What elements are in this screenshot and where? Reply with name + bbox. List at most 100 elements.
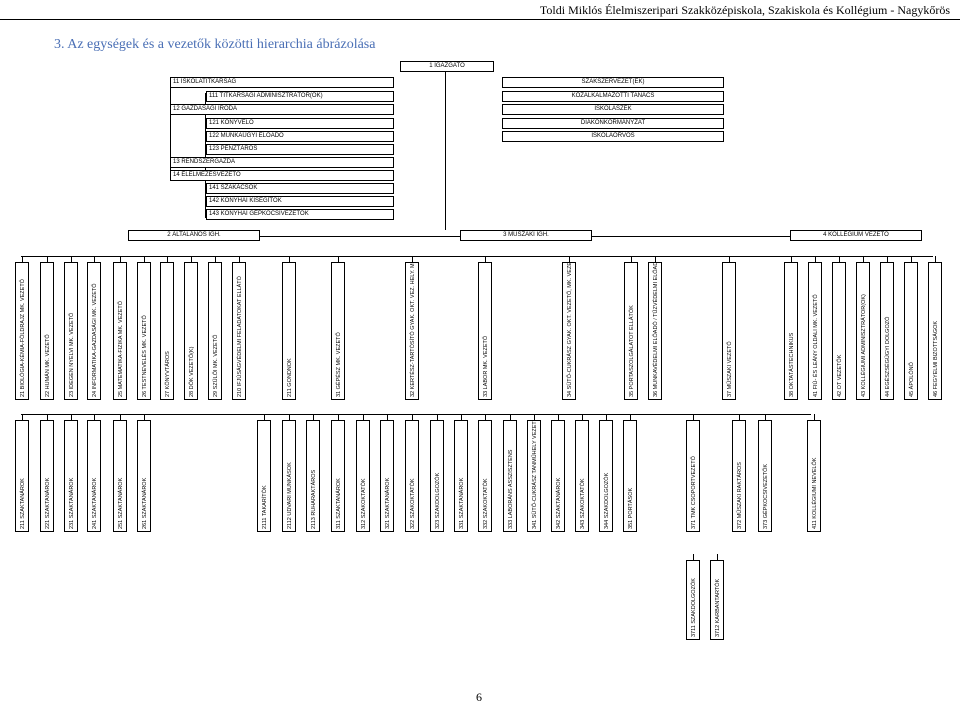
left-unit-122: 122 MUNKAÜGYI ELŐADÓ [206, 131, 394, 142]
level3-unit-connector [191, 256, 192, 262]
level4-unit-text: 373 GÉPKOCSIVEZETŐK [763, 463, 769, 529]
level4-unit-11: 321 SZAKTANÁROK [380, 420, 394, 532]
level3-unit-connector [839, 256, 840, 262]
level3-unit-text: 27 KÖNYVTÁROS [165, 351, 171, 397]
level4-unit-connector [71, 414, 72, 420]
level3-unit-connector [71, 256, 72, 262]
left-unit-142: 142 KONYHAI KISEGÍTŐK [206, 196, 394, 207]
level4-unit-3: 241 SZAKTANÁROK [87, 420, 101, 532]
connector-left-sub-spine [205, 93, 206, 218]
level3-unit-13: 33 LABOR MK. VEZETŐ [478, 262, 492, 400]
level3-unit-20: 42 OT VEZETŐK [832, 262, 846, 400]
level3-unit-text: 35 PORTASZOLGÁLATOT ELLÁTÓK [629, 305, 635, 397]
level3-unit-10: 211 GONDNOK [282, 262, 296, 400]
left-unit-141: 141 SZAKÁCSOK [206, 183, 394, 194]
level4-unit-5: 261 SZAKTANÁROK [137, 420, 151, 532]
level4-unit-9: 311 SZAKTANÁROK [331, 420, 345, 532]
level3-unit-connector [815, 256, 816, 262]
level3-unit-connector [791, 256, 792, 262]
level3-unit-1: 22 HUMÁN MK. VEZETŐ [40, 262, 54, 400]
connector-level4-bar [21, 414, 811, 415]
level3-unit-connector [215, 256, 216, 262]
level4-unit-connector [485, 414, 486, 420]
level5-unit-0: 3711 SZAKDOLGOZÓK [686, 560, 700, 640]
level3-unit-14: 34 SÜTŐ-CUKRÁSZ GYAK. OKT. VEZETŐ, MK. V… [562, 262, 576, 400]
level3-unit-text: 23 IDEGEN NYELVI MK. VEZETŐ [69, 312, 75, 397]
level4-unit-14: 331 SZAKTANÁROK [454, 420, 468, 532]
level4-unit-13: 323 SZAKDOLGOZÓK [430, 420, 444, 532]
level4-unit-connector [338, 414, 339, 420]
level4-unit-text: 343 SZAKOKTATÓK [580, 478, 586, 529]
level3-unit-connector [887, 256, 888, 262]
level4-unit-23: 372 MŰSZAKI RAKTÁROS [732, 420, 746, 532]
level4-unit-8: 2113 RUHARAKTÁROS [306, 420, 320, 532]
level3-unit-18: 38 OKTATÁSTECHNIKUS [784, 262, 798, 400]
level4-unit-text: 323 SZAKDOLGOZÓK [435, 472, 441, 529]
level4-unit-19: 343 SZAKOKTATÓK [575, 420, 589, 532]
level4-unit-connector [289, 414, 290, 420]
connector-top-vertical [445, 70, 446, 230]
level3-unit-connector [167, 256, 168, 262]
level3-unit-16: 36 MUNKAVÉDELMI ELŐADÓ / TŰZVÉDELMI ELŐA… [648, 262, 662, 400]
level3-unit-17: 37 MŰSZAKI VEZETŐ [722, 262, 736, 400]
right-unit-doctor: ISKOLAORVOS [502, 131, 724, 142]
director-box: 1 IGAZGATÓ [400, 61, 494, 72]
level3-unit-6: 27 KÖNYVTÁROS [160, 262, 174, 400]
connector-level3-bar [21, 256, 933, 257]
level4-unit-24: 373 GÉPKOCSIVEZETŐK [758, 420, 772, 532]
level3-unit-9: 210 IFJÚSÁGVÉDELMI FELADATOKAT ELLÁTÓ [232, 262, 246, 400]
level4-unit-connector [264, 414, 265, 420]
level4-unit-6: 2111 TAKARÍTÓK [257, 420, 271, 532]
level3-unit-text: 24 INFORMATIKA-GAZDASÁGI MK. VEZETŐ [92, 283, 98, 397]
left-unit-11: 11 ISKOLATITKÁRSÁG [170, 77, 394, 88]
level4-unit-18: 342 SZAKTANÁROK [551, 420, 565, 532]
level4-unit-connector [739, 414, 740, 420]
level4-unit-1: 221 SZAKTANÁROK [40, 420, 54, 532]
level4-unit-connector [606, 414, 607, 420]
level4-unit-text: 251 SZAKTANÁROK [118, 477, 124, 529]
level4-unit-text: 341 SÜTŐ-CUKRÁSZ TANMŰHELY VEZETŐ [532, 420, 538, 529]
level4-unit-text: 342 SZAKTANÁROK [556, 477, 562, 529]
level4-unit-connector [693, 414, 694, 420]
level3-unit-text: 34 SÜTŐ-CUKRÁSZ GYAK. OKT. VEZETŐ, MK. V… [567, 262, 573, 397]
level3-unit-connector [655, 256, 656, 262]
level4-unit-connector [814, 414, 815, 420]
left-unit-12: 12 GAZDASÁGI IRODA [170, 104, 394, 115]
level5-unit-text: 3711 SZAKDOLGOZÓK [691, 578, 697, 637]
deputy-general: 2 ÁLTALÁNOS IGH. [128, 230, 260, 241]
section-title: 3. Az egységek és a vezetők közötti hier… [54, 37, 376, 52]
level4-unit-connector [363, 414, 364, 420]
level4-unit-text: 261 SZAKTANÁROK [142, 477, 148, 529]
level3-unit-connector [412, 256, 413, 262]
level4-unit-text: 321 SZAKTANÁROK [385, 477, 391, 529]
level3-unit-connector [569, 256, 570, 262]
level3-unit-connector [863, 256, 864, 262]
level3-unit-connector [729, 256, 730, 262]
right-unit-council: KÖZALKALMAZOTTI TANÁCS [502, 91, 724, 102]
level3-unit-4: 25 MATEMATIKA-FIZIKA MK. VEZETŐ [113, 262, 127, 400]
level3-unit-0: 21 BIOLÓGIA-KÉMIA-FÖLDRAJZ MK. VEZETŐ [15, 262, 29, 400]
level4-unit-connector [630, 414, 631, 420]
level3-unit-text: 38 OKTATÁSTECHNIKUS [789, 332, 795, 397]
level3-unit-text: 44 EGÉSZSÉGÜGYI DOLGOZÓ [885, 316, 891, 397]
level3-unit-text: 210 IFJÚSÁGVÉDELMI FELADATOKAT ELLÁTÓ [237, 276, 243, 397]
level3-unit-text: 31 GÉPÉSZ MK. VEZETŐ [336, 332, 342, 397]
level3-unit-11: 31 GÉPÉSZ MK. VEZETŐ [331, 262, 345, 400]
level4-unit-text: 344 SZAKDOLGOZÓK [604, 472, 610, 529]
level4-unit-connector [120, 414, 121, 420]
level4-unit-text: 411 KOLLÉGIUMI NEVELŐK [812, 457, 818, 529]
level4-unit-connector [47, 414, 48, 420]
level4-unit-21: 351 PORTÁSOK [623, 420, 637, 532]
level3-unit-text: 36 MUNKAVÉDELMI ELŐADÓ / TŰZVÉDELMI ELŐA… [653, 262, 659, 397]
right-unit-school-board: ISKOLASZÉK [502, 104, 724, 115]
level3-unit-12: 32 KERTÉSZ-TARTÓSÍTÓ GYAK. OKT. VEZ. HEL… [405, 262, 419, 400]
level4-unit-connector [510, 414, 511, 420]
level3-unit-connector [239, 256, 240, 262]
left-unit-143: 143 KONYHAI GÉPKOCSIVEZETŐK [206, 209, 394, 220]
level4-unit-text: 312 SZAKOKTATÓK [361, 478, 367, 529]
level3-unit-connector [631, 256, 632, 262]
level4-unit-text: 2111 TAKARÍTÓK [262, 485, 268, 529]
level5-unit-1: 3712 KARBANTARTÓK [710, 560, 724, 640]
left-unit-123: 123 PÉNZTÁROS [206, 144, 394, 155]
level3-unit-5: 26 TESTNEVELÉS MK. VEZETŐ [137, 262, 151, 400]
